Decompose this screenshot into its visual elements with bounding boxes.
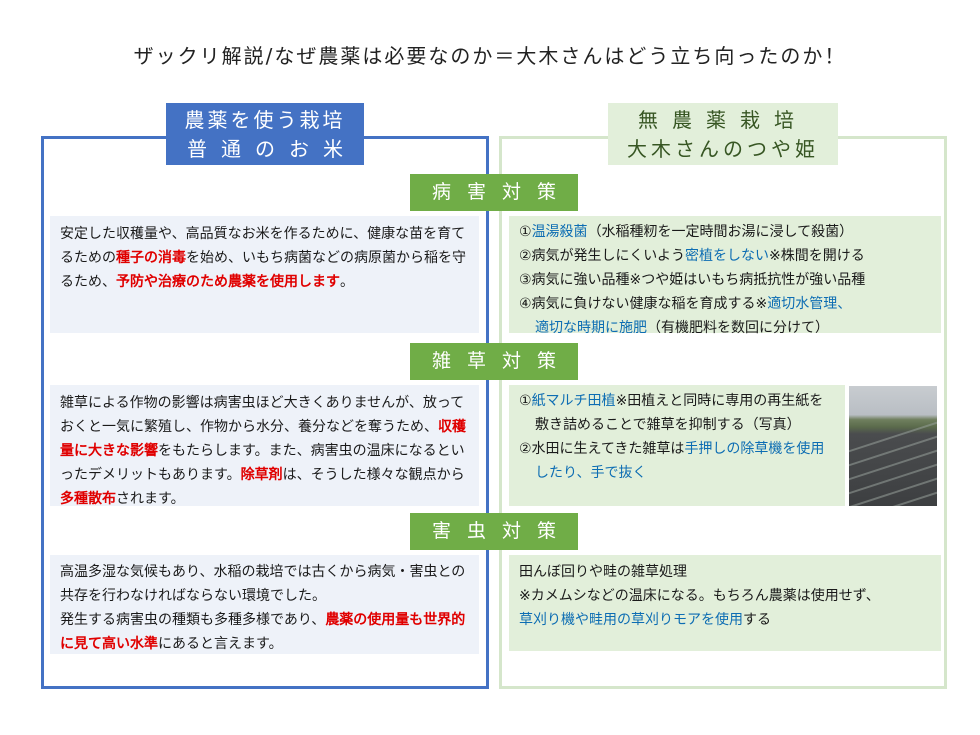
pests-right-panel: 田んぼ回りや畦の雑草処理 ※カメムシなどの温床になる。もちろん農薬は使用せず、 … [509,555,941,651]
disease-left-panel: 安定した収穫量や、高品質なお米を作るために、健康な苗を育てるための種子の消毒を始… [50,216,479,333]
highlight-hot-water: 温湯殺菌 [531,224,588,240]
section-weeds-label: 雑草対策 [410,343,578,380]
disease-item-4: ④病気に負けない健康な稲を育成する※適切水管理、 [519,292,931,316]
text-span: （水稲種籾を一定時間お湯に浸して殺菌） [587,224,854,240]
paddy-field-photo [849,386,937,506]
section-pests-label: 害虫対策 [410,513,578,550]
pests-right-line-2: ※カメムシなどの温床になる。もちろん農薬は使用せず、 [519,588,880,604]
text-span: する [743,612,771,628]
conventional-header-line1: 農薬を使う栽培 [184,108,346,132]
text-span: 。 [340,274,354,290]
text-span: にあると言えます。 [158,636,283,652]
conventional-header: 農薬を使う栽培 普通のお米 [166,103,364,165]
text-span: ②水田に生えてきた雑草は [519,441,685,457]
disease-item-1: ①温湯殺菌（水稲種籾を一定時間お湯に浸して殺菌） [519,220,931,244]
text-span: ※田植えと同時に専用の再生紙を敷き詰めることで雑草を抑制する（写真） [535,393,824,433]
highlight-water-mgmt: 適切水管理、 [767,296,852,312]
highlight-no-dense: 密植をしない [685,248,769,264]
highlight-mower: 草刈り機や畦用の草刈りモアを使用 [519,612,743,628]
text-span: は、そうした様々な観点から [282,467,465,483]
disease-item-2: ②病気が発生しにくいよう密植をしない※株間を開ける [519,244,931,268]
weeds-item-2: ②水田に生えてきた雑草は手押しの除草機を使用したり、手で抜く [519,437,835,485]
text-span: されます。 [116,491,185,507]
pests-right-line-1: 田んぼ回りや畦の雑草処理 [519,564,687,580]
highlight-pesticide-use: 予防や治療のため農薬を使用します [116,274,340,290]
text-span: ① [519,224,532,240]
pests-left-text-2: 発生する病害虫の種類も多種多様であり、農薬の使用量も世界的に見て高い水準にあると… [60,608,469,656]
text-span: ① [519,393,532,409]
pests-left-text-1: 高温多湿な気候もあり、水稲の栽培では古くから病気・害虫との共存を行わなければなら… [60,564,466,604]
organic-header-line1: 無農薬栽培 [638,108,808,132]
text-span: ④病気に負けない健康な稲を育成する※ [519,296,768,312]
highlight-high-usage: 農薬の使用量も世界的に見て高い水準 [60,612,466,652]
highlight-seed-disinfection: 種子の消毒 [116,250,186,266]
disease-left-text: 安定した収穫量や、高品質なお米を作るために、健康な苗を育てるための種子の消毒を始… [60,222,469,294]
disease-item-3: ③病気に強い品種※つや姫はいもち病抵抗性が強い品種 [519,272,866,288]
page-title: ザックリ解説/なぜ農薬は必要なのか＝大木さんはどう立ち向ったのか！ [133,44,847,68]
disease-item-4-cont: 適切な時期に施肥（有機肥料を数回に分けて） [519,316,931,340]
highlight-manual-weeding: 手押しの除草機を使用したり、手で抜く [535,441,825,481]
text-span: 発生する病害虫の種類も多種多様であり、 [60,612,326,628]
text-span: を始め、いもち病菌などの病原菌から稲を守るため、 [60,250,466,290]
organic-header: 無農薬栽培 大木さんのつや姫 [608,103,838,165]
text-span: ※株間を開ける [769,248,865,264]
pests-right-line-3: 草刈り機や畦用の草刈りモアを使用する [519,608,931,632]
section-disease-label: 病害対策 [410,174,578,211]
weeds-left-text: 雑草による作物の影響は病害虫ほど大きくありませんが、放っておくと一気に繁殖し、作… [60,391,469,511]
disease-right-panel: ①温湯殺菌（水稲種籾を一定時間お湯に浸して殺菌） ②病気が発生しにくいよう密植を… [509,216,941,336]
highlight-herbicide: 除草剤 [240,467,283,483]
weeds-item-1: ①紙マルチ田植※田植えと同時に専用の再生紙を敷き詰めることで雑草を抑制する（写真… [519,389,835,437]
highlight-fertilizing: 適切な時期に施肥 [535,320,647,336]
text-span: 安定した収穫量や、高品質なお米を作るために、健康な苗を育てるための [60,226,466,266]
conventional-header-line2: 普通のお米 [187,137,357,161]
highlight-yield-impact: 収穫量に大きな影響 [60,419,466,459]
text-span: をもたらします。また、病害虫の温床になるといったデメリットもあります。 [60,443,465,483]
organic-header-line2: 大木さんのつや姫 [627,137,819,161]
highlight-multi-spray: 多種散布 [60,491,116,507]
highlight-paper-mulch: 紙マルチ田植 [531,393,616,409]
weeds-left-panel: 雑草による作物の影響は病害虫ほど大きくありませんが、放っておくと一気に繁殖し、作… [50,385,479,507]
pests-left-panel: 高温多湿な気候もあり、水稲の栽培では古くから病気・害虫との共存を行わなければなら… [50,555,479,654]
text-span: 雑草による作物の影響は病害虫ほど大きくありませんが、放っておくと一気に繁殖し、作… [60,395,465,435]
text-span: （有機肥料を数回に分けて） [647,320,829,336]
weeds-right-panel: ①紙マルチ田植※田植えと同時に専用の再生紙を敷き詰めることで雑草を抑制する（写真… [509,385,845,506]
text-span: ②病気が発生しにくいよう [519,248,685,264]
